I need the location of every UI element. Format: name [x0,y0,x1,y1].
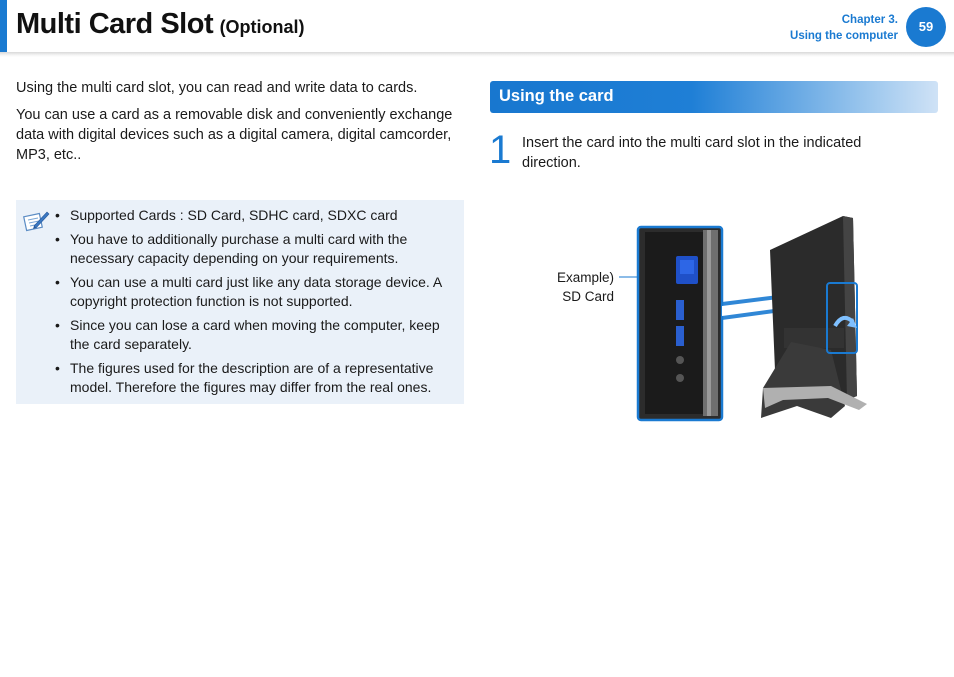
audio-jack [676,374,684,382]
card-insertion-illustration [619,216,867,422]
bullet: • [55,274,60,290]
slot-highlight [826,282,858,354]
header-accent-bar [0,0,7,52]
bullet: • [55,360,60,376]
note-item-text: The figures used for the description are… [70,360,434,395]
page-title-main: Multi Card Slot [16,8,214,40]
note-item: • The figures used for the description ar… [55,359,460,397]
chapter-title: Using the computer [790,30,898,42]
usb-port [676,326,684,346]
step-number: 1 [489,128,512,172]
callout-label: Example) SD Card [540,268,614,306]
section-heading-bar: Using the card [490,81,938,113]
note-item-text: You can use a multi card just like any d… [70,274,442,309]
note-item: • You have to additionally purchase a mul… [55,230,460,268]
page-number-badge: 59 [906,7,946,47]
bullet: • [55,317,60,333]
section-heading: Using the card [499,87,614,105]
note-item-text: You have to additionally purchase a mult… [70,231,408,266]
chapter-label: Chapter 3. Using the computer [790,12,898,44]
intro-paragraph: Using the multi card slot, you can read … [16,80,418,96]
note-item-text: Supported Cards : SD Card, SDHC card, SD… [70,207,398,223]
chapter-number: Chapter 3. [841,14,898,26]
note-box: • Supported Cards : SD Card, SDHC card, S… [16,200,464,404]
bullet: • [55,207,60,223]
note-item-text: Since you can lose a card when moving th… [70,317,440,352]
page-title-suffix: (Optional) [219,17,305,37]
header-divider [0,52,954,57]
note-list: • Supported Cards : SD Card, SDHC card, S… [55,206,460,402]
callout-line: Example) [556,270,614,285]
step-text: Insert the card into the multi card slot… [522,135,862,171]
page-title: Multi Card Slot (Optional) [16,8,305,41]
memo-pen-icon [23,211,50,232]
usb-port [676,300,684,320]
note-item: • Supported Cards : SD Card, SDHC card, S… [55,206,460,225]
intro-paragraph: You can use a card as a removable disk a… [16,107,453,163]
note-item: • Since you can lose a card when moving t… [55,316,460,354]
note-item: • You can use a multi card just like any … [55,273,460,311]
audio-jack [676,356,684,364]
intro-text: Using the multi card slot, you can read … [16,78,471,172]
callout-line: SD Card [562,289,614,304]
bullet: • [55,231,60,247]
